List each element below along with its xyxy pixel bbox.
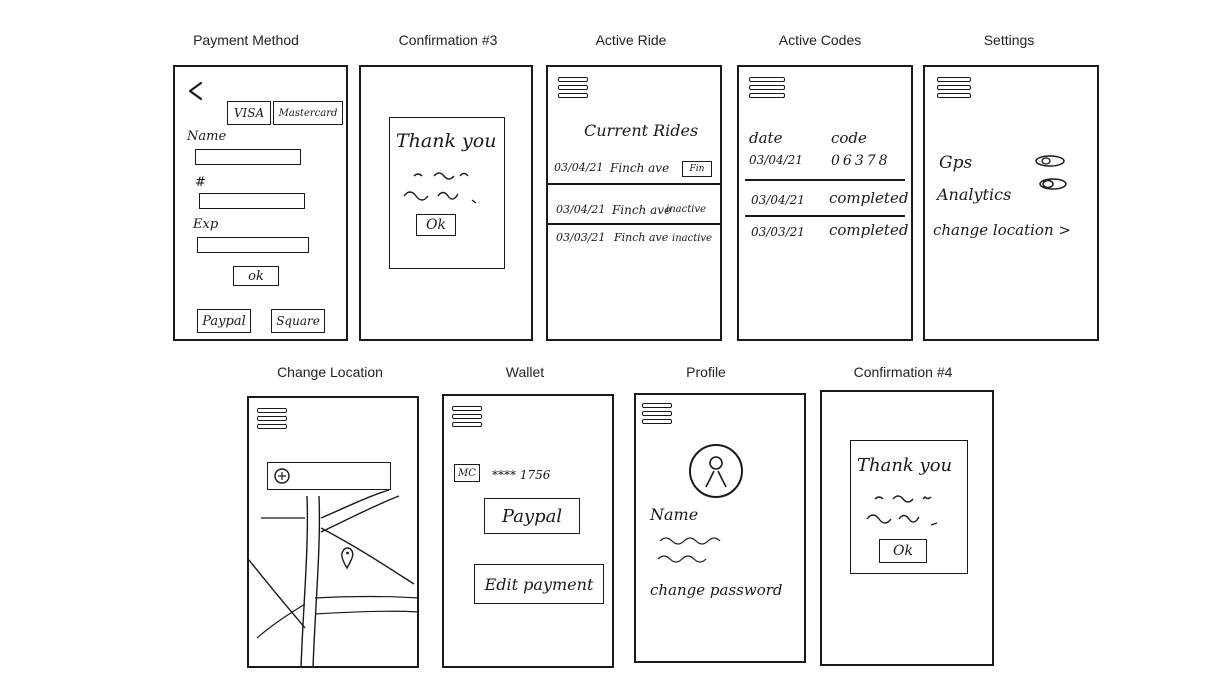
ride-row-date: 03/03/21 <box>556 231 606 244</box>
ok-button[interactable]: Ok <box>879 539 927 563</box>
title-payment-method: Payment Method <box>193 32 299 48</box>
confirmation-3-card: Thank you Ok <box>389 117 505 269</box>
thank-you-text: Thank you <box>857 455 953 476</box>
map-pin-icon[interactable] <box>339 546 355 570</box>
settings-screen: Gps Analytics change location > <box>923 65 1099 341</box>
change-location-screen <box>247 396 419 668</box>
back-arrow-icon[interactable] <box>187 81 205 103</box>
change-password-link[interactable]: change password <box>650 581 783 599</box>
card-badge: MC <box>454 464 480 482</box>
profile-screen: Name change password <box>634 393 806 663</box>
divider <box>745 215 905 217</box>
divider <box>548 223 720 225</box>
title-confirmation-3: Confirmation #3 <box>398 32 498 48</box>
title-change-location: Change Location <box>277 364 383 380</box>
name-input[interactable] <box>195 149 301 165</box>
map[interactable] <box>249 488 419 668</box>
paypal-button[interactable]: Paypal <box>484 498 580 534</box>
analytics-toggle-icon[interactable] <box>1039 177 1069 193</box>
exp-label: Exp <box>193 217 219 232</box>
name-label: Name <box>187 129 227 144</box>
card-number: **** 1756 <box>492 468 551 482</box>
name-label: Name <box>650 505 699 524</box>
location-search-input[interactable] <box>267 462 391 490</box>
ride-row-place: Finch ave <box>612 203 672 217</box>
title-profile: Profile <box>686 364 726 380</box>
wallet-screen: MC **** 1756 Paypal Edit payment <box>442 394 614 668</box>
ride-row-status: inactive <box>666 204 706 215</box>
active-codes-screen: date code 03/04/21 06378 03/04/21 comple… <box>737 65 913 341</box>
title-wallet: Wallet <box>505 364 545 380</box>
ride-row-date: 03/04/21 <box>556 203 606 216</box>
ride-row-place: Finch ave <box>614 231 669 244</box>
squiggle-decoration <box>866 495 938 526</box>
exp-input[interactable] <box>197 237 309 253</box>
active-ride-screen: Current Rides 03/04/21 Finch ave Fin 03/… <box>546 65 722 341</box>
divider <box>548 183 720 185</box>
confirmation-4-screen: Thank you Ok <box>820 390 994 666</box>
visa-button[interactable]: VISA <box>227 101 271 125</box>
menu-icon[interactable] <box>749 77 785 101</box>
code-row-date: 03/04/21 <box>751 193 805 207</box>
current-rides-heading: Current Rides <box>584 121 699 140</box>
paypal-button[interactable]: Paypal <box>197 309 251 333</box>
menu-icon[interactable] <box>558 77 588 101</box>
analytics-label: Analytics <box>937 185 1012 204</box>
avatar-icon[interactable] <box>688 443 744 499</box>
code-status: completed <box>829 221 909 239</box>
ok-button[interactable]: Ok <box>416 214 456 236</box>
payment-method-screen: VISA Mastercard Name # Exp ok Paypal Squ… <box>173 65 348 341</box>
squiggle-decoration <box>403 172 477 204</box>
ride-row-date: 03/04/21 <box>554 161 604 174</box>
ride-row-place: Finch ave <box>610 161 670 175</box>
card-number-input[interactable] <box>199 193 305 209</box>
mastercard-button[interactable]: Mastercard <box>273 101 343 125</box>
gps-label: Gps <box>939 153 973 173</box>
title-confirmation-4: Confirmation #4 <box>853 364 953 380</box>
change-location-link[interactable]: change location > <box>933 221 1071 239</box>
title-settings: Settings <box>983 32 1035 48</box>
edit-payment-button[interactable]: Edit payment <box>474 564 604 604</box>
finish-ride-button[interactable]: Fin <box>682 161 712 177</box>
code-row-date: 03/03/21 <box>751 225 805 239</box>
confirmation-4-card: Thank you Ok <box>850 440 968 574</box>
title-active-codes: Active Codes <box>778 32 862 48</box>
square-button[interactable]: Square <box>271 309 325 333</box>
ride-row-status: inactive <box>672 233 712 244</box>
title-active-ride: Active Ride <box>595 32 667 48</box>
menu-icon[interactable] <box>257 408 287 432</box>
number-label: # <box>195 175 206 190</box>
code-row-date: 03/04/21 <box>749 153 803 167</box>
date-column-header: date <box>749 129 783 147</box>
name-placeholder-scribble <box>657 537 721 563</box>
divider <box>745 179 905 181</box>
plus-circle-icon[interactable] <box>273 467 291 485</box>
menu-icon[interactable] <box>937 77 971 101</box>
gps-toggle-icon[interactable] <box>1035 155 1067 169</box>
ok-button[interactable]: ok <box>233 266 279 286</box>
menu-icon[interactable] <box>452 406 482 430</box>
menu-icon[interactable] <box>642 403 672 427</box>
code-value: 06378 <box>831 153 891 169</box>
confirmation-3-screen: Thank you Ok <box>359 65 533 341</box>
code-column-header: code <box>831 129 867 147</box>
thank-you-text: Thank you <box>396 130 497 152</box>
code-status: completed <box>829 189 909 207</box>
